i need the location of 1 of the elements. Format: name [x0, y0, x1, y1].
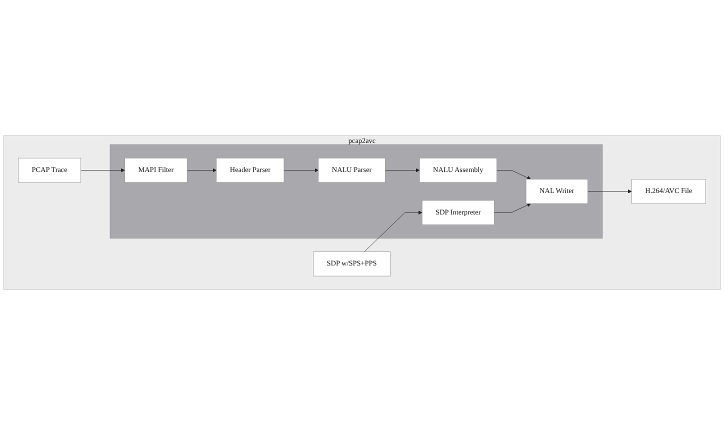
cluster — [110, 144, 603, 238]
